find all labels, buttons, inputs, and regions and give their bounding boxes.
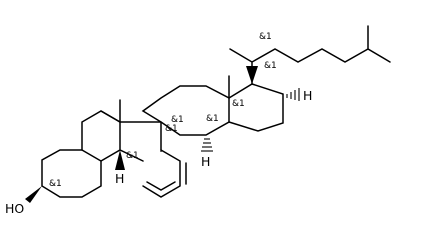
single-bonds	[41, 25, 391, 198]
hydrogen-label-c14: H	[201, 154, 210, 169]
hydrogen-label-c9: H	[115, 171, 124, 186]
stereo-label-c13: &1	[232, 99, 245, 109]
hashed-bonds	[160, 88, 300, 152]
stereo-label-c14: &1	[206, 114, 219, 124]
steroid-structure-diagram: HO H H H &1 &1 &1 &1 &1 &1 &1 &1	[5, 25, 391, 216]
hydroxyl-label: HO	[5, 201, 24, 216]
wedge-bond-methyl-top	[246, 66, 258, 84]
stereo-label-c8: &1	[171, 115, 184, 125]
stereo-label-c17: &1	[264, 61, 277, 71]
wedge-bond-oh	[25, 186, 42, 203]
wedge-bond-h9	[115, 150, 125, 170]
stereo-label-c20: &1	[259, 32, 272, 42]
stereo-label-c10: &1	[126, 151, 139, 161]
stereo-label-c9: &1	[165, 124, 178, 134]
double-bonds	[146, 162, 187, 191]
wedge-bonds	[25, 66, 258, 203]
stereo-label-c3: &1	[49, 179, 62, 189]
hydrogen-label-c17: H	[303, 88, 312, 103]
